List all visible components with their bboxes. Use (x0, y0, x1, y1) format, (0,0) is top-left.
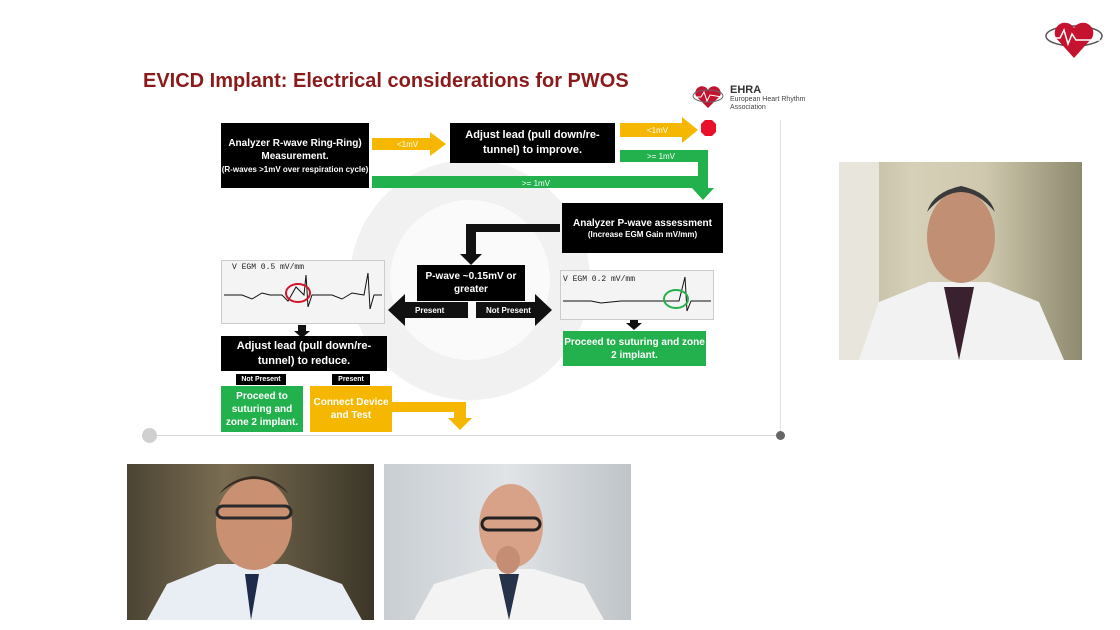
ehra-subtitle: European Heart Rhythm Association (730, 96, 806, 111)
timeline-start-handle[interactable] (142, 428, 157, 443)
not-present-label: Not Present (486, 306, 531, 315)
timeline-end-handle[interactable] (776, 431, 785, 440)
heart-logo-icon (1045, 22, 1103, 59)
proceed-right-box: Proceed to suturing and zone 2 implant. (563, 331, 706, 366)
ecg-highlight-left (285, 283, 311, 303)
arrow-ge1-a (620, 150, 714, 200)
analyzer-p-wave-text: Analyzer P-wave assessment (573, 218, 712, 229)
ecg-left-label: V EGM 0.5 mV/mm (232, 263, 305, 272)
arrow-not-present (476, 294, 552, 326)
arrow-ge1-b (372, 176, 698, 188)
arrow-present (388, 294, 468, 326)
ehra-name: EHRA (730, 84, 762, 96)
participant-right-video-icon (414, 484, 604, 620)
ecg-trace-right (563, 276, 711, 312)
arrow-lt1 (372, 132, 446, 156)
ecg-right-label: V EGM 0.2 mV/mm (563, 275, 636, 284)
arrow-lt1-b-label: <1mV (647, 126, 669, 135)
ecg-trace-left (224, 272, 382, 310)
slide-title: EVICD Implant: Electrical considerations… (143, 70, 629, 92)
arrow-ge1-b-label: >= 1mV (522, 179, 551, 188)
presenter-video-icon (839, 162, 1064, 360)
proceed-left-box: Proceed to suturing and zone 2 implant. (221, 386, 303, 432)
arrow-down-left (294, 325, 310, 338)
tag-present: Present (332, 374, 370, 385)
arrow-lt1-label: <1mV (397, 140, 419, 149)
participant-left-video-icon (147, 476, 362, 620)
analyzer-r-wave-box: Analyzer R-wave Ring-Ring) Measurement. … (221, 123, 369, 188)
video-tile-participant-left[interactable] (127, 464, 374, 620)
arrow-to-pwave (460, 224, 560, 265)
analyzer-p-wave-note: (Increase EGM Gain mV/mm) (587, 230, 698, 239)
stop-sign-icon (701, 120, 716, 136)
video-tile-participant-right[interactable] (384, 464, 631, 620)
analyzer-r-wave-text: Analyzer R-wave Ring-Ring) Measurement. (228, 138, 362, 162)
adjust-reduce-box: Adjust lead (pull down/re-tunnel) to red… (221, 336, 387, 371)
analyzer-r-wave-note: (R-waves >1mV over respiration cycle) (221, 165, 369, 174)
arrow-ge1-a-label: >= 1mV (647, 152, 676, 161)
tag-not-present: Not Present (236, 374, 286, 385)
ecg-strip-right: V EGM 0.2 mV/mm (560, 270, 714, 320)
ehra-heart-icon (692, 86, 724, 108)
arrow-connect (392, 402, 472, 430)
arrow-down-right (626, 317, 642, 330)
analyzer-p-wave-box: Analyzer P-wave assessment (Increase EGM… (562, 203, 723, 253)
connect-device-box: Connect Device and Test (310, 386, 392, 432)
video-tile-presenter[interactable] (839, 162, 1082, 360)
adjust-improve-box: Adjust lead (pull down/re-tunnel) to imp… (450, 123, 615, 163)
arrow-lt1-b (620, 117, 698, 143)
ecg-strip-left: V EGM 0.5 mV/mm (221, 260, 385, 324)
slide-divider (780, 120, 781, 436)
ecg-highlight-right (663, 289, 689, 309)
pwave-box: P-wave ~0.15mV or greater (417, 265, 525, 301)
timeline-track (150, 435, 782, 436)
present-label: Present (415, 306, 445, 315)
